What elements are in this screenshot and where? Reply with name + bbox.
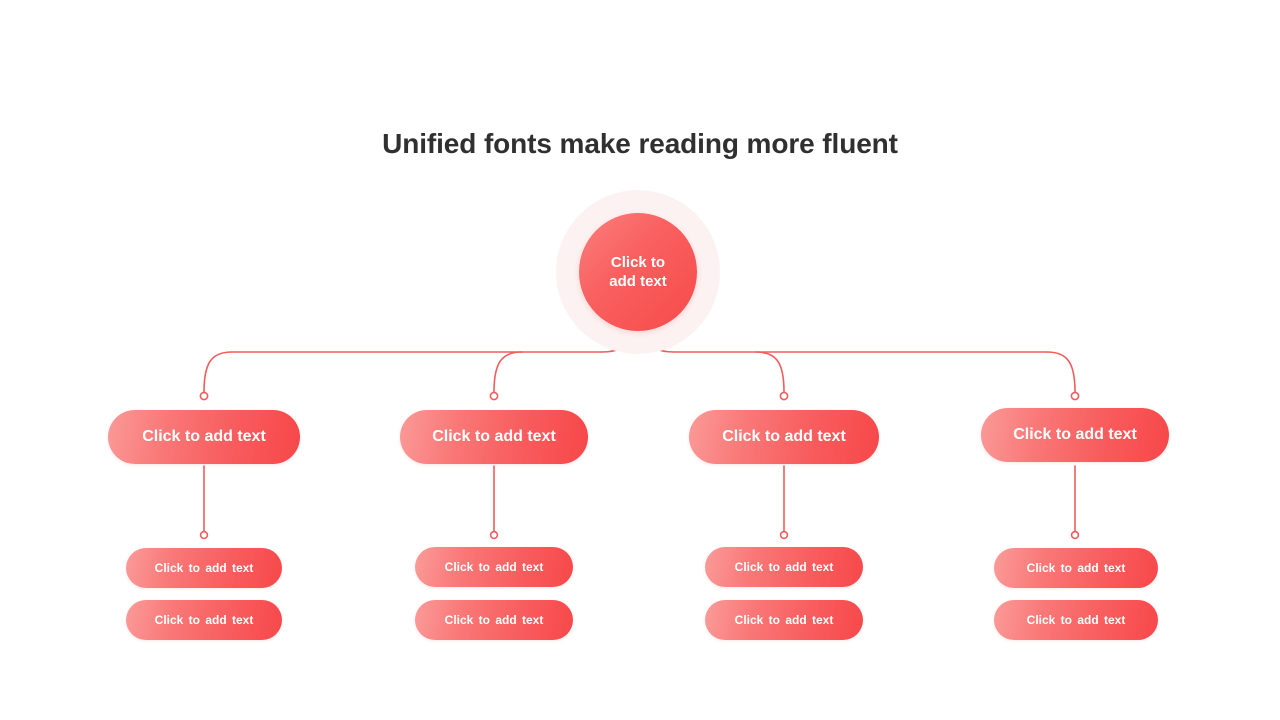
branch-3-primary-label: Click to add text [722, 428, 846, 445]
branch-3-child-2-label: Click to add text [734, 613, 834, 627]
branch-4-child-1-node[interactable]: Click to add text [994, 548, 1158, 588]
root-node-circle[interactable]: Click to add text [579, 213, 697, 331]
connector-drop-endpoint-3 [779, 530, 789, 540]
connector-branch-4 [1046, 351, 1076, 393]
branch-2-child-1-label: Click to add text [444, 560, 544, 574]
branch-1-child-2-label: Click to add text [154, 613, 254, 627]
branch-3-child-1-label: Click to add text [734, 560, 834, 574]
branch-4-primary-node[interactable]: Click to add text [981, 408, 1169, 462]
branch-2-child-2-label: Click to add text [444, 613, 544, 627]
branch-2-child-1-node[interactable]: Click to add text [415, 547, 573, 587]
connector-endpoint-3 [779, 391, 789, 401]
connector-drop-endpoint-1 [199, 530, 209, 540]
root-node[interactable]: Click to add text [556, 190, 720, 354]
branch-4-child-2-node[interactable]: Click to add text [994, 600, 1158, 640]
branch-1-primary-node[interactable]: Click to add text [108, 410, 300, 464]
connector-endpoint-4 [1070, 391, 1080, 401]
branch-3-primary-node[interactable]: Click to add text [689, 410, 879, 464]
branch-3-child-1-node[interactable]: Click to add text [705, 547, 863, 587]
page-title: Unified fonts make reading more fluent [382, 128, 898, 159]
branch-2-child-2-node[interactable]: Click to add text [415, 600, 573, 640]
branch-2-primary-label: Click to add text [432, 428, 556, 445]
branch-4-child-2-label: Click to add text [1026, 613, 1126, 627]
connector-branch-1 [203, 351, 233, 393]
connector-drop-endpoint-2 [489, 530, 499, 540]
connector-branch-2 [493, 351, 523, 393]
connector-endpoint-2 [489, 391, 499, 401]
branch-4-child-1-label: Click to add text [1026, 561, 1126, 575]
branch-1-child-1-label: Click to add text [154, 561, 254, 575]
branch-1-child-2-node[interactable]: Click to add text [126, 600, 282, 640]
connector-endpoint-1 [199, 391, 209, 401]
connector-drop-endpoint-4 [1070, 530, 1080, 540]
root-node-label: Click to add text [609, 254, 667, 290]
branch-3-child-2-node[interactable]: Click to add text [705, 600, 863, 640]
branch-2-primary-node[interactable]: Click to add text [400, 410, 588, 464]
branch-1-child-1-node[interactable]: Click to add text [126, 548, 282, 588]
connector-branch-3 [755, 351, 785, 393]
branch-4-primary-label: Click to add text [1013, 426, 1137, 443]
branch-1-primary-label: Click to add text [142, 428, 266, 445]
